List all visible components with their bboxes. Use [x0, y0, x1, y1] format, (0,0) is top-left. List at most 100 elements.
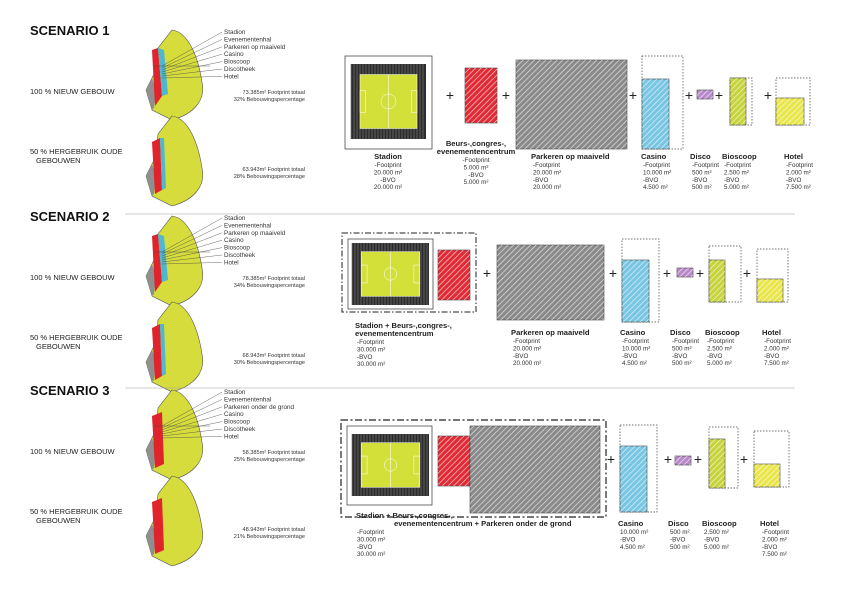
- leader-line: [161, 399, 223, 429]
- block-value: 2.000 m²: [764, 345, 789, 352]
- block-hotel: [756, 278, 784, 303]
- block-name: Bioscoop: [702, 519, 737, 528]
- block-disco: [676, 267, 694, 278]
- block-value: 500 m²: [692, 184, 712, 191]
- block-name: Bioscoop: [722, 152, 757, 161]
- plus-sign: +: [740, 451, 748, 467]
- label-reuse-line1: 50 % HERGEBRUIK OUDE: [30, 507, 123, 516]
- coverage-reuse: 21% Bebouwingspercentage: [234, 534, 305, 540]
- block-bioscoop: [708, 438, 726, 489]
- block-parkeren: [469, 425, 601, 514]
- block-name: Hotel: [762, 328, 781, 337]
- leader-line: [161, 247, 223, 261]
- leader-line: [161, 262, 223, 265]
- block-value: 500 m²: [670, 544, 690, 551]
- block-name: evenementencentrum + Parkeren onder de g…: [394, 519, 572, 528]
- block-value: -BVO: [357, 354, 372, 361]
- legend-item: Hotel: [224, 73, 239, 80]
- footprint-total-reuse: 63.943m² Footprint totaal: [243, 167, 306, 173]
- block-value: -BVO: [764, 353, 779, 360]
- leader-line: [161, 61, 223, 75]
- plus-sign: +: [446, 87, 454, 103]
- leader-line: [161, 391, 223, 427]
- footprint-total-reuse: 48.943m² Footprint totaal: [243, 527, 306, 533]
- legend-item: Bioscoop: [224, 59, 250, 66]
- block-name: Beurs-,congres-,: [446, 139, 506, 148]
- plus-sign: +: [664, 451, 672, 467]
- block-name: Disco: [690, 152, 711, 161]
- block-value: -Footprint: [707, 338, 734, 345]
- block-name: Hotel: [760, 519, 779, 528]
- block-value: 500 m²: [670, 529, 690, 536]
- plus-sign: +: [743, 265, 751, 281]
- block-value: 4.500 m²: [643, 184, 668, 191]
- block-value: 10.000 m²: [622, 345, 650, 352]
- block-hotel: [753, 463, 781, 488]
- block-value: -Footprint: [533, 162, 560, 169]
- legend-item: Evenementenhal: [224, 36, 271, 43]
- block-value: 500 m²: [672, 360, 692, 367]
- leader-line: [161, 225, 223, 255]
- block-value: -BVO: [622, 353, 637, 360]
- block-name: Stadion: [374, 152, 402, 161]
- block-value: -Footprint: [692, 162, 719, 169]
- block-beurs: [464, 67, 498, 124]
- block-value: 30.000 m²: [357, 361, 385, 368]
- plus-sign: +: [685, 87, 693, 103]
- site-map-reuse: [145, 115, 204, 207]
- block-casino: [641, 78, 670, 150]
- block-name: Stadion + Beurs-,congres-,: [356, 511, 453, 520]
- block-value: 500 m²: [692, 169, 712, 176]
- plus-sign: +: [609, 265, 617, 281]
- leader-line: [161, 31, 223, 67]
- block-value: 20.000 m²: [513, 360, 541, 367]
- block-value: 30.000 m²: [357, 346, 385, 353]
- block-value: -BVO: [724, 177, 739, 184]
- block-parkeren: [515, 59, 628, 150]
- plus-sign: +: [607, 451, 615, 467]
- block-value: -BVO: [670, 536, 685, 543]
- block-value: 7.500 m²: [786, 184, 811, 191]
- legend-item: Stadion: [224, 215, 246, 222]
- block-value: 20.000 m²: [533, 169, 561, 176]
- block-name: Parkeren op maaiveld: [531, 152, 610, 161]
- block-value: -Footprint: [513, 338, 540, 345]
- block-value: -BVO: [643, 177, 658, 184]
- legend-item: Parkeren op maaiveld: [224, 230, 286, 237]
- block-value: 500 m²: [672, 345, 692, 352]
- scenario-title: SCENARIO 3: [30, 383, 109, 398]
- leader-line: [161, 39, 223, 69]
- block-value: 2.500 m²: [707, 345, 732, 352]
- scenario-title: SCENARIO 2: [30, 209, 109, 224]
- plus-sign: +: [483, 265, 491, 281]
- block-value: -BVO: [513, 353, 528, 360]
- block-value: -Footprint: [375, 162, 402, 169]
- label-new-building: 100 % NIEUW GEBOUW: [30, 273, 116, 282]
- legend-item: Discotheek: [224, 426, 256, 433]
- block-value: -BVO: [380, 177, 395, 184]
- stadium-plan: [351, 434, 429, 496]
- label-reuse-line2: GEBOUWEN: [36, 342, 81, 351]
- block-bioscoop: [729, 77, 747, 126]
- block-value: 2.500 m²: [724, 169, 749, 176]
- block-value: -Footprint: [622, 338, 649, 345]
- block-value: -BVO: [620, 536, 635, 543]
- legend-item: Casino: [224, 51, 244, 58]
- legend-item: Casino: [224, 411, 244, 418]
- block-value: -Footprint: [463, 157, 490, 164]
- label-reuse-line1: 50 % HERGEBRUIK OUDE: [30, 147, 123, 156]
- coverage-new: 25% Bebouwingspercentage: [234, 457, 305, 463]
- block-label: Stadion + Beurs-,congres-,evenementencen…: [356, 511, 572, 558]
- legend-item: Stadion: [224, 29, 246, 36]
- block-value: 20.000 m²: [374, 184, 402, 191]
- leader-line: [161, 436, 223, 439]
- block-value: -Footprint: [724, 162, 751, 169]
- block-value: -BVO: [357, 544, 372, 551]
